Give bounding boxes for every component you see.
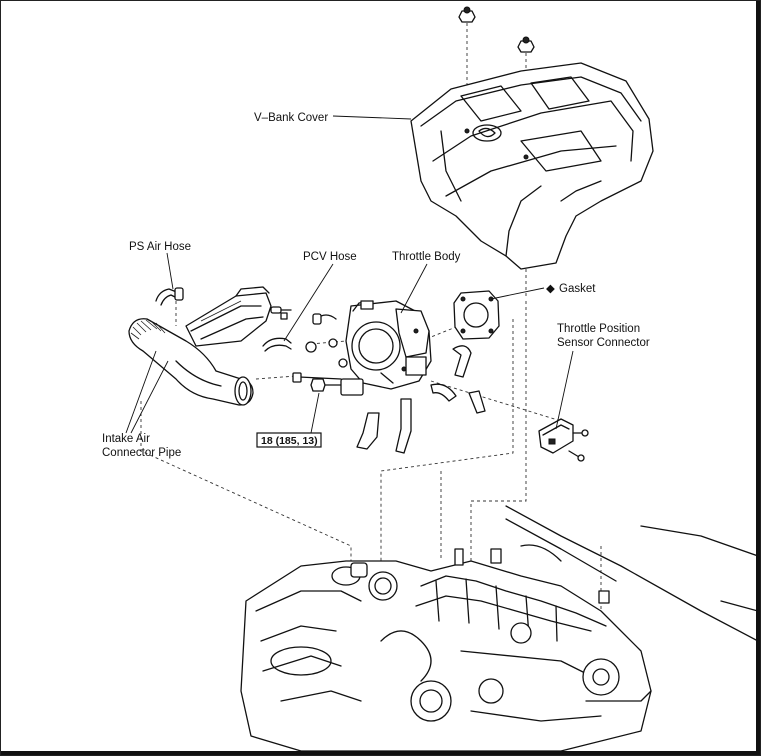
air-duct-bracket [185, 286, 272, 347]
gasket [453, 290, 500, 340]
label-v-bank-cover: V–Bank Cover [254, 112, 328, 124]
torque-spec-text: 18 (185, 13) [261, 435, 318, 447]
label-throttle-body: Throttle Body [392, 251, 461, 263]
pcv-hose [262, 306, 292, 352]
gasket-marker: ◆ [546, 283, 556, 295]
cover-nut-right [517, 36, 535, 53]
label-intake-pipe-line2: Connector Pipe [102, 447, 181, 459]
label-intake-pipe-line1: Intake Air [102, 433, 150, 445]
throttle-body [340, 300, 432, 396]
frame-edge-bottom [1, 751, 760, 755]
label-pcv-hose: PCV Hose [303, 251, 357, 263]
label-gasket: Gasket [559, 283, 596, 295]
frame-edge-right [756, 1, 760, 755]
throttle-position-sensor-connector [538, 418, 589, 462]
leader-lines [125, 115, 574, 434]
engine-assembly [240, 505, 758, 752]
cover-nut-left [458, 6, 476, 23]
small-hoses [312, 313, 486, 454]
bolts [280, 312, 348, 392]
v-bank-cover [410, 62, 654, 270]
label-tps-connector-line2: Sensor Connector [557, 337, 650, 349]
torque-spec-box: 18 (185, 13) [256, 432, 322, 448]
label-tps-connector-line1: Throttle Position [557, 323, 640, 335]
intake-air-connector-pipe [128, 318, 254, 406]
ps-air-hose [155, 287, 184, 306]
label-ps-air-hose: PS Air Hose [129, 241, 191, 253]
